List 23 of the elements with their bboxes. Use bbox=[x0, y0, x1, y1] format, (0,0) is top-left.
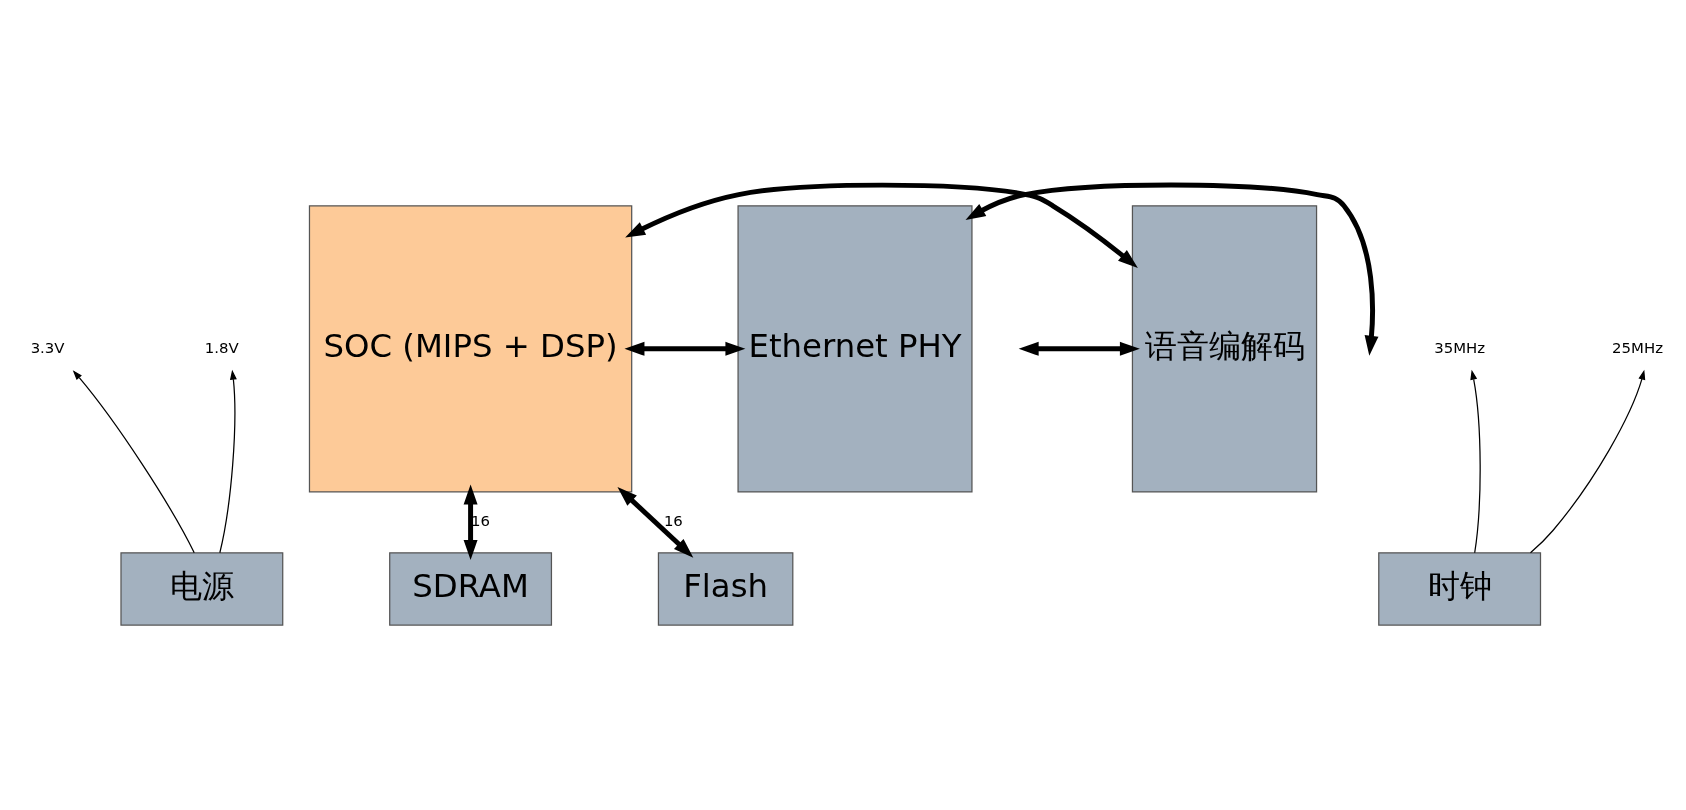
node-box: 时钟 bbox=[1377, 552, 1541, 626]
arrow bbox=[218, 369, 237, 554]
arrow bbox=[1018, 341, 1140, 356]
edge-label: 16 bbox=[470, 512, 490, 531]
node-text: 1.8V bbox=[204, 338, 239, 357]
arrow bbox=[1469, 369, 1481, 554]
node-box: 语音编解码 bbox=[1131, 205, 1317, 493]
arrow bbox=[624, 341, 745, 356]
edge-label: 16 bbox=[663, 512, 683, 531]
arrow bbox=[72, 370, 195, 554]
arrow bbox=[1529, 369, 1645, 554]
node-text: 35MHz bbox=[1433, 338, 1485, 357]
node-box: SOC (MIPS + DSP) bbox=[308, 205, 632, 493]
node-text: 3.3V bbox=[30, 338, 65, 357]
node-box: 电源 bbox=[119, 552, 283, 626]
arrow bbox=[624, 182, 1138, 269]
node-box: Ethernet PHY bbox=[736, 205, 973, 493]
arrow bbox=[616, 486, 693, 558]
node-box: SDRAM bbox=[388, 552, 552, 626]
node-text: 25MHz bbox=[1611, 338, 1663, 357]
node-box: Flash bbox=[657, 552, 793, 626]
arrow bbox=[463, 484, 478, 561]
arrow bbox=[965, 182, 1378, 356]
